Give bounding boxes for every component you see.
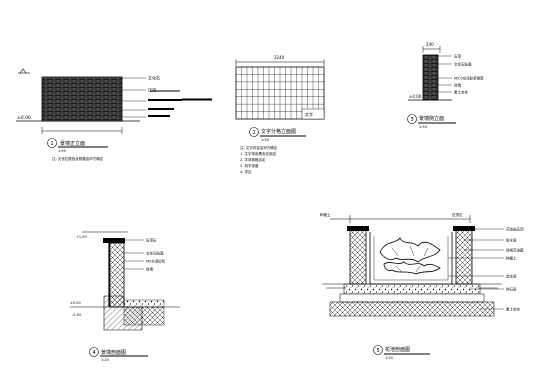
level-label: +1.50 xyxy=(76,235,87,239)
scale-label: 1:20 xyxy=(385,356,393,360)
detail-title: 景墙剖面图 xyxy=(101,349,126,356)
callout-text: 砖墙 xyxy=(146,267,153,272)
detail-number-circle xyxy=(89,347,99,357)
grid-label-box xyxy=(301,108,325,120)
callout-text: M5水泥砂浆 xyxy=(146,259,166,264)
callout-text: 文化石贴面 xyxy=(146,251,164,256)
stone-post-elevation xyxy=(422,54,439,101)
level-label: ±0.00 xyxy=(70,301,81,305)
stone-wall-elevation xyxy=(41,76,123,122)
detail-note: 注: 文化石颜色及规格由甲方确定 xyxy=(52,156,104,161)
detail-title: 文字分格立面图 xyxy=(261,128,296,135)
planter-section-detail: 种植土 压顶石 xyxy=(320,212,524,360)
detail-number: 2 xyxy=(253,130,256,136)
callout-text: 文化石 xyxy=(148,75,160,81)
callout-text: 压顶石 xyxy=(146,239,157,243)
grid-label: 文字 xyxy=(305,111,313,117)
level-label: ±0.00 xyxy=(409,94,422,99)
post-elevation-detail: 240 ±0.00 压顶 文化石贴面 M5.0水泥砂浆砌筑 砖墙 素土夯实 3 … xyxy=(407,42,484,129)
wall-elevation-callouts xyxy=(122,77,146,118)
detail-number: 4 xyxy=(93,350,96,356)
detail-note: 1. 文字采用黑色花岗岩 xyxy=(240,151,276,156)
planter-callout-leaders xyxy=(448,228,504,310)
detail-note: 3. 刻字深度 xyxy=(240,163,259,168)
base-layer xyxy=(123,306,165,326)
callout-text: 砖墙 xyxy=(454,83,462,88)
callout-text: 压顶 xyxy=(148,88,156,93)
text-layout-grid-detail: 2240 文字 2 文字分格立面图 1:50 注: 文字内容由甲方确定 1. 文… xyxy=(235,55,325,174)
scale-label: 1:50 xyxy=(419,125,427,129)
shrub-planting xyxy=(379,237,441,263)
detail-number-circle xyxy=(373,345,383,355)
planter-cap-right xyxy=(453,226,475,231)
callout-text: 种植土 xyxy=(506,256,517,261)
callout-text: 种植土 xyxy=(320,212,331,217)
dimension-text: 240 xyxy=(426,42,434,47)
shrub-planting xyxy=(383,261,441,275)
callout-text: 素土夯实 xyxy=(454,90,468,95)
wall-elevation-detail: ±0.00 文化石 压顶 1 景墙正立面 1:50 注: 文化石颜色及规格由甲方… xyxy=(16,68,212,161)
post-callout-leaders xyxy=(438,55,452,93)
detail-number: 1 xyxy=(51,141,54,147)
callout-text: 滤水层 xyxy=(506,274,517,279)
detail-number-circle xyxy=(47,138,57,148)
callout-text: M5.0水泥砂浆砌筑 xyxy=(454,76,484,81)
callout-text-block xyxy=(148,108,174,110)
detail-note: 4. 详见 xyxy=(240,169,252,174)
planter-cap-left xyxy=(347,226,369,231)
callout-text: 压顶石 xyxy=(452,213,463,217)
callout-text-block xyxy=(148,115,170,117)
callout-text: 防水层 xyxy=(506,238,517,243)
compacted-soil xyxy=(329,301,495,317)
callout-text: 素土夯实 xyxy=(506,307,520,312)
detail-number: 3 xyxy=(411,117,414,123)
scale-label: 1:50 xyxy=(58,149,66,153)
scale-label: 1:50 xyxy=(261,138,269,142)
level-label: -0.50 xyxy=(72,313,81,317)
dimension-text: 2240 xyxy=(274,55,285,60)
scale-label: 1:20 xyxy=(101,358,109,362)
detail-title: 景墙正立面 xyxy=(60,140,85,147)
callout-text: 碎石层 xyxy=(506,287,517,292)
wall-section-detail: +1.50 ±0.00 -0.50 压顶石 文化石贴面 M5水泥砂浆 砖墙 4 … xyxy=(70,231,180,362)
callout-text-block xyxy=(148,99,182,101)
callout-text: 砖砌花池壁 xyxy=(506,248,524,253)
detail-number: 5 xyxy=(377,348,380,354)
gravel-layer xyxy=(343,283,481,295)
callout-text: 文化石贴面 xyxy=(454,62,472,67)
detail-note: 注: 文字内容由甲方确定 xyxy=(240,145,278,150)
detail-number-circle xyxy=(407,114,417,124)
detail-number-circle xyxy=(249,127,259,137)
callout-text: 压顶 xyxy=(454,55,462,59)
detail-title: 花池剖面图 xyxy=(385,346,410,353)
detail-title: 景墙侧立面 xyxy=(419,115,444,122)
detail-note: 2. 字体规格另定 xyxy=(240,157,266,162)
paving-layer xyxy=(123,299,165,308)
callout-text: 花岗岩压顶 xyxy=(506,227,524,232)
concrete-base xyxy=(339,293,485,303)
planter-wall-left xyxy=(349,229,367,285)
level-label: ±0.00 xyxy=(17,115,31,121)
wall-section-leaders xyxy=(124,239,144,270)
wall-cap xyxy=(103,238,125,243)
shrub-stems xyxy=(391,245,429,273)
